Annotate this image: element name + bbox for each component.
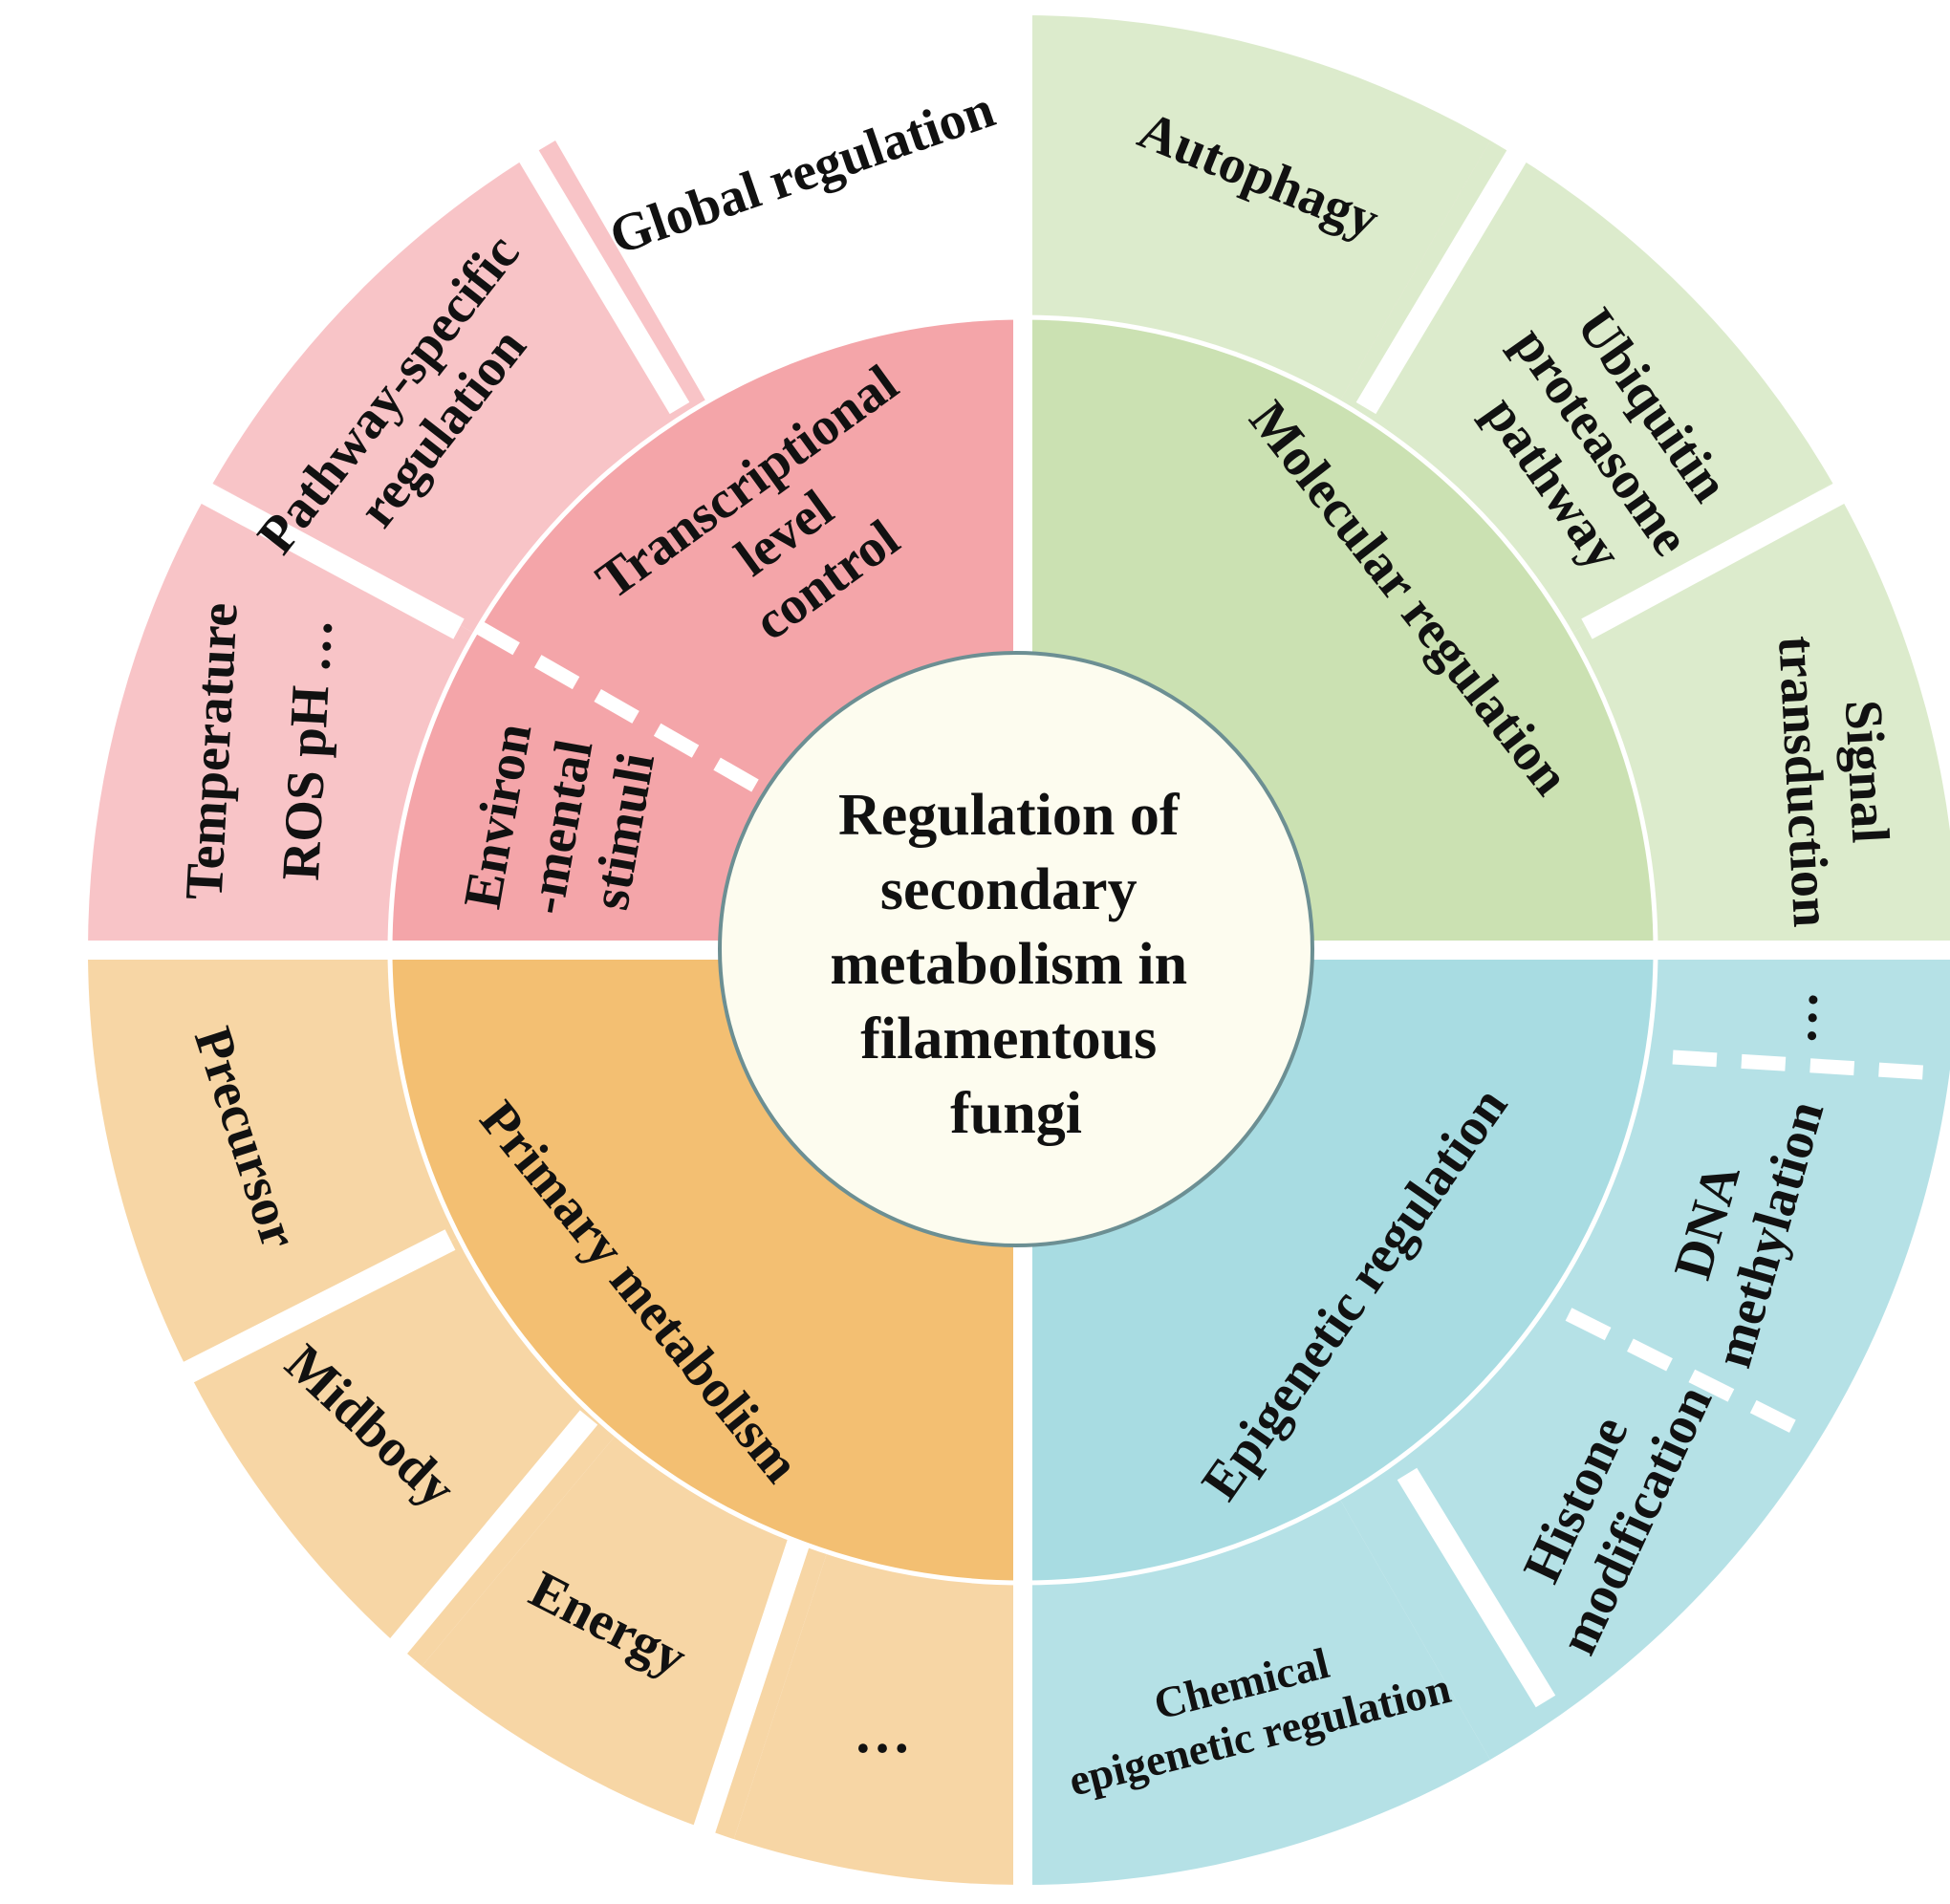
separator-ring: [387, 314, 1658, 1586]
stimuli-examples-sector: [88, 483, 475, 950]
global-regulation-label: Global regulation: [602, 79, 1002, 267]
separator-energy-more: [678, 1537, 811, 1879]
stimuli-examples-label: Temperature ROS pH …: [175, 588, 346, 906]
separator-chemical-histone: [1397, 1467, 1556, 1708]
separator-pathway-stimuli: [172, 467, 465, 639]
center-title: Regulation of secondary metabolism in fi…: [830, 783, 1202, 1146]
more-epigenetic-label: …: [1768, 989, 1830, 1045]
center-circle: [718, 651, 1314, 1247]
center-title-line: secondary: [880, 857, 1138, 922]
precursor-sector: [88, 950, 460, 1375]
midbody-sector: [189, 1237, 617, 1667]
separator-global-pathway: [506, 128, 690, 415]
separator-ubiquitin-signal: [1581, 467, 1874, 639]
autophagy-sector: [1023, 15, 1490, 402]
dashed-divider-dna-more: [1672, 1049, 1924, 1080]
dashed-divider-environmental: [465, 615, 759, 792]
center-title-line: metabolism in: [830, 932, 1187, 997]
signal-transduction-label: Signal transduction: [1766, 631, 1904, 928]
separator-autophagy-ubiquitin: [1355, 128, 1540, 415]
dashed-divider-histone-dna: [1565, 1308, 1798, 1434]
center-title-line: Regulation of: [838, 783, 1181, 848]
separator-midbody-energy: [347, 1410, 598, 1704]
more-primary-sector: [733, 1551, 1023, 1885]
separator-precursor-midbody: [142, 1229, 456, 1403]
more-primary-label: …: [854, 1701, 911, 1764]
center-title-line: filamentous: [860, 1006, 1157, 1071]
chemical-epigenetic-sector: [1023, 1498, 1490, 1885]
dashed-dividers: [465, 615, 1924, 1434]
center-title-line: fungi: [950, 1081, 1082, 1146]
